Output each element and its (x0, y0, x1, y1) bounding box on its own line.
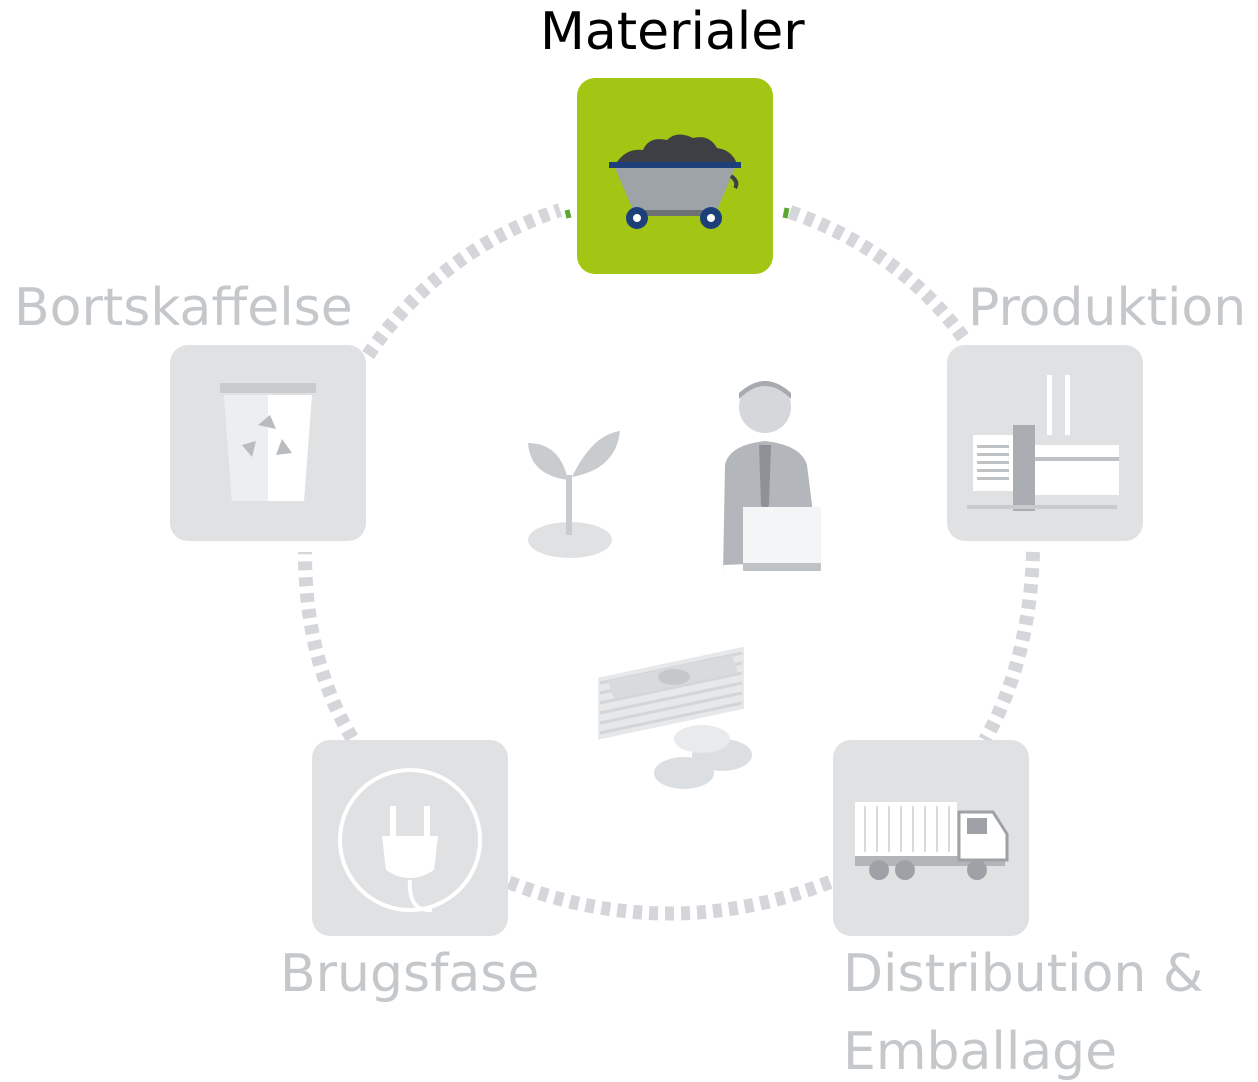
businessman-icon (723, 381, 821, 575)
wheelbarrow-icon (609, 134, 741, 229)
stage-tile-materialer[interactable] (577, 78, 773, 274)
stage-tile-brugsfase[interactable] (312, 740, 508, 936)
stage-label-emballage: Emballage (843, 1022, 1118, 1082)
recycle-bin-icon (220, 383, 316, 501)
plug-icon (338, 768, 482, 913)
sprout-icon (528, 431, 620, 558)
truck-icon (855, 802, 1009, 880)
stage-label-produktion: Produktion (968, 278, 1247, 338)
factory-icon (967, 375, 1119, 511)
stage-label-distribution: Distribution & (843, 944, 1204, 1004)
stage-label-brugsfase: Brugsfase (280, 944, 540, 1004)
stage-label-bortskaffelse: Bortskaffelse (14, 278, 353, 338)
stage-tile-produktion[interactable] (947, 345, 1143, 541)
stage-tile-distribution[interactable] (833, 740, 1029, 936)
money-icon (598, 646, 752, 789)
stage-tile-bortskaffelse[interactable] (170, 345, 366, 541)
stage-label-materialer: Materialer (540, 2, 805, 62)
